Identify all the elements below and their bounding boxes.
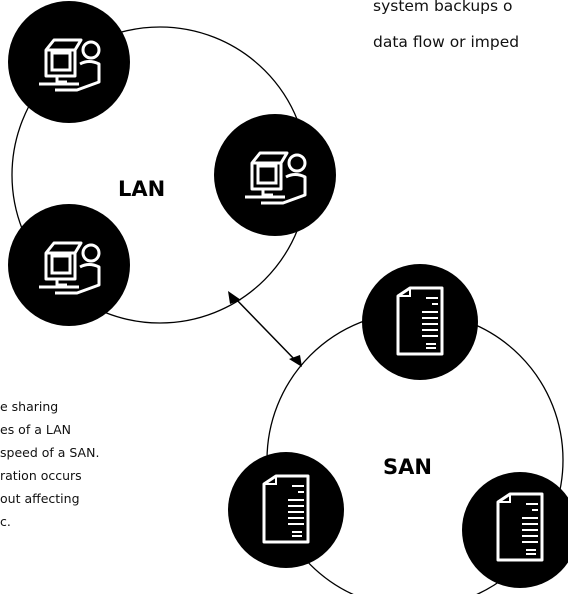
side-text-line-5: out affecting bbox=[0, 491, 80, 506]
san-server-node bbox=[462, 472, 568, 588]
side-text-line-2: es of a LAN bbox=[0, 422, 71, 437]
lan-label: LAN bbox=[118, 177, 166, 201]
san-server-node bbox=[362, 264, 478, 380]
san-label: SAN bbox=[383, 455, 432, 479]
lan-workstation-node bbox=[8, 204, 130, 326]
lan-workstation-node bbox=[214, 114, 336, 236]
lan-workstation-node bbox=[8, 1, 130, 123]
side-text-line-4: ration occurs bbox=[0, 468, 82, 483]
san-server-node bbox=[228, 452, 344, 568]
top-text-line-2: data flow or imped bbox=[373, 33, 520, 51]
lan-san-link-arrow bbox=[228, 291, 302, 367]
side-text-line-6: c. bbox=[0, 514, 11, 529]
top-text-line-1: system backups o bbox=[373, 0, 513, 15]
side-text-line-3: speed of a SAN. bbox=[0, 445, 100, 460]
side-text-line-1: e sharing bbox=[0, 399, 59, 414]
